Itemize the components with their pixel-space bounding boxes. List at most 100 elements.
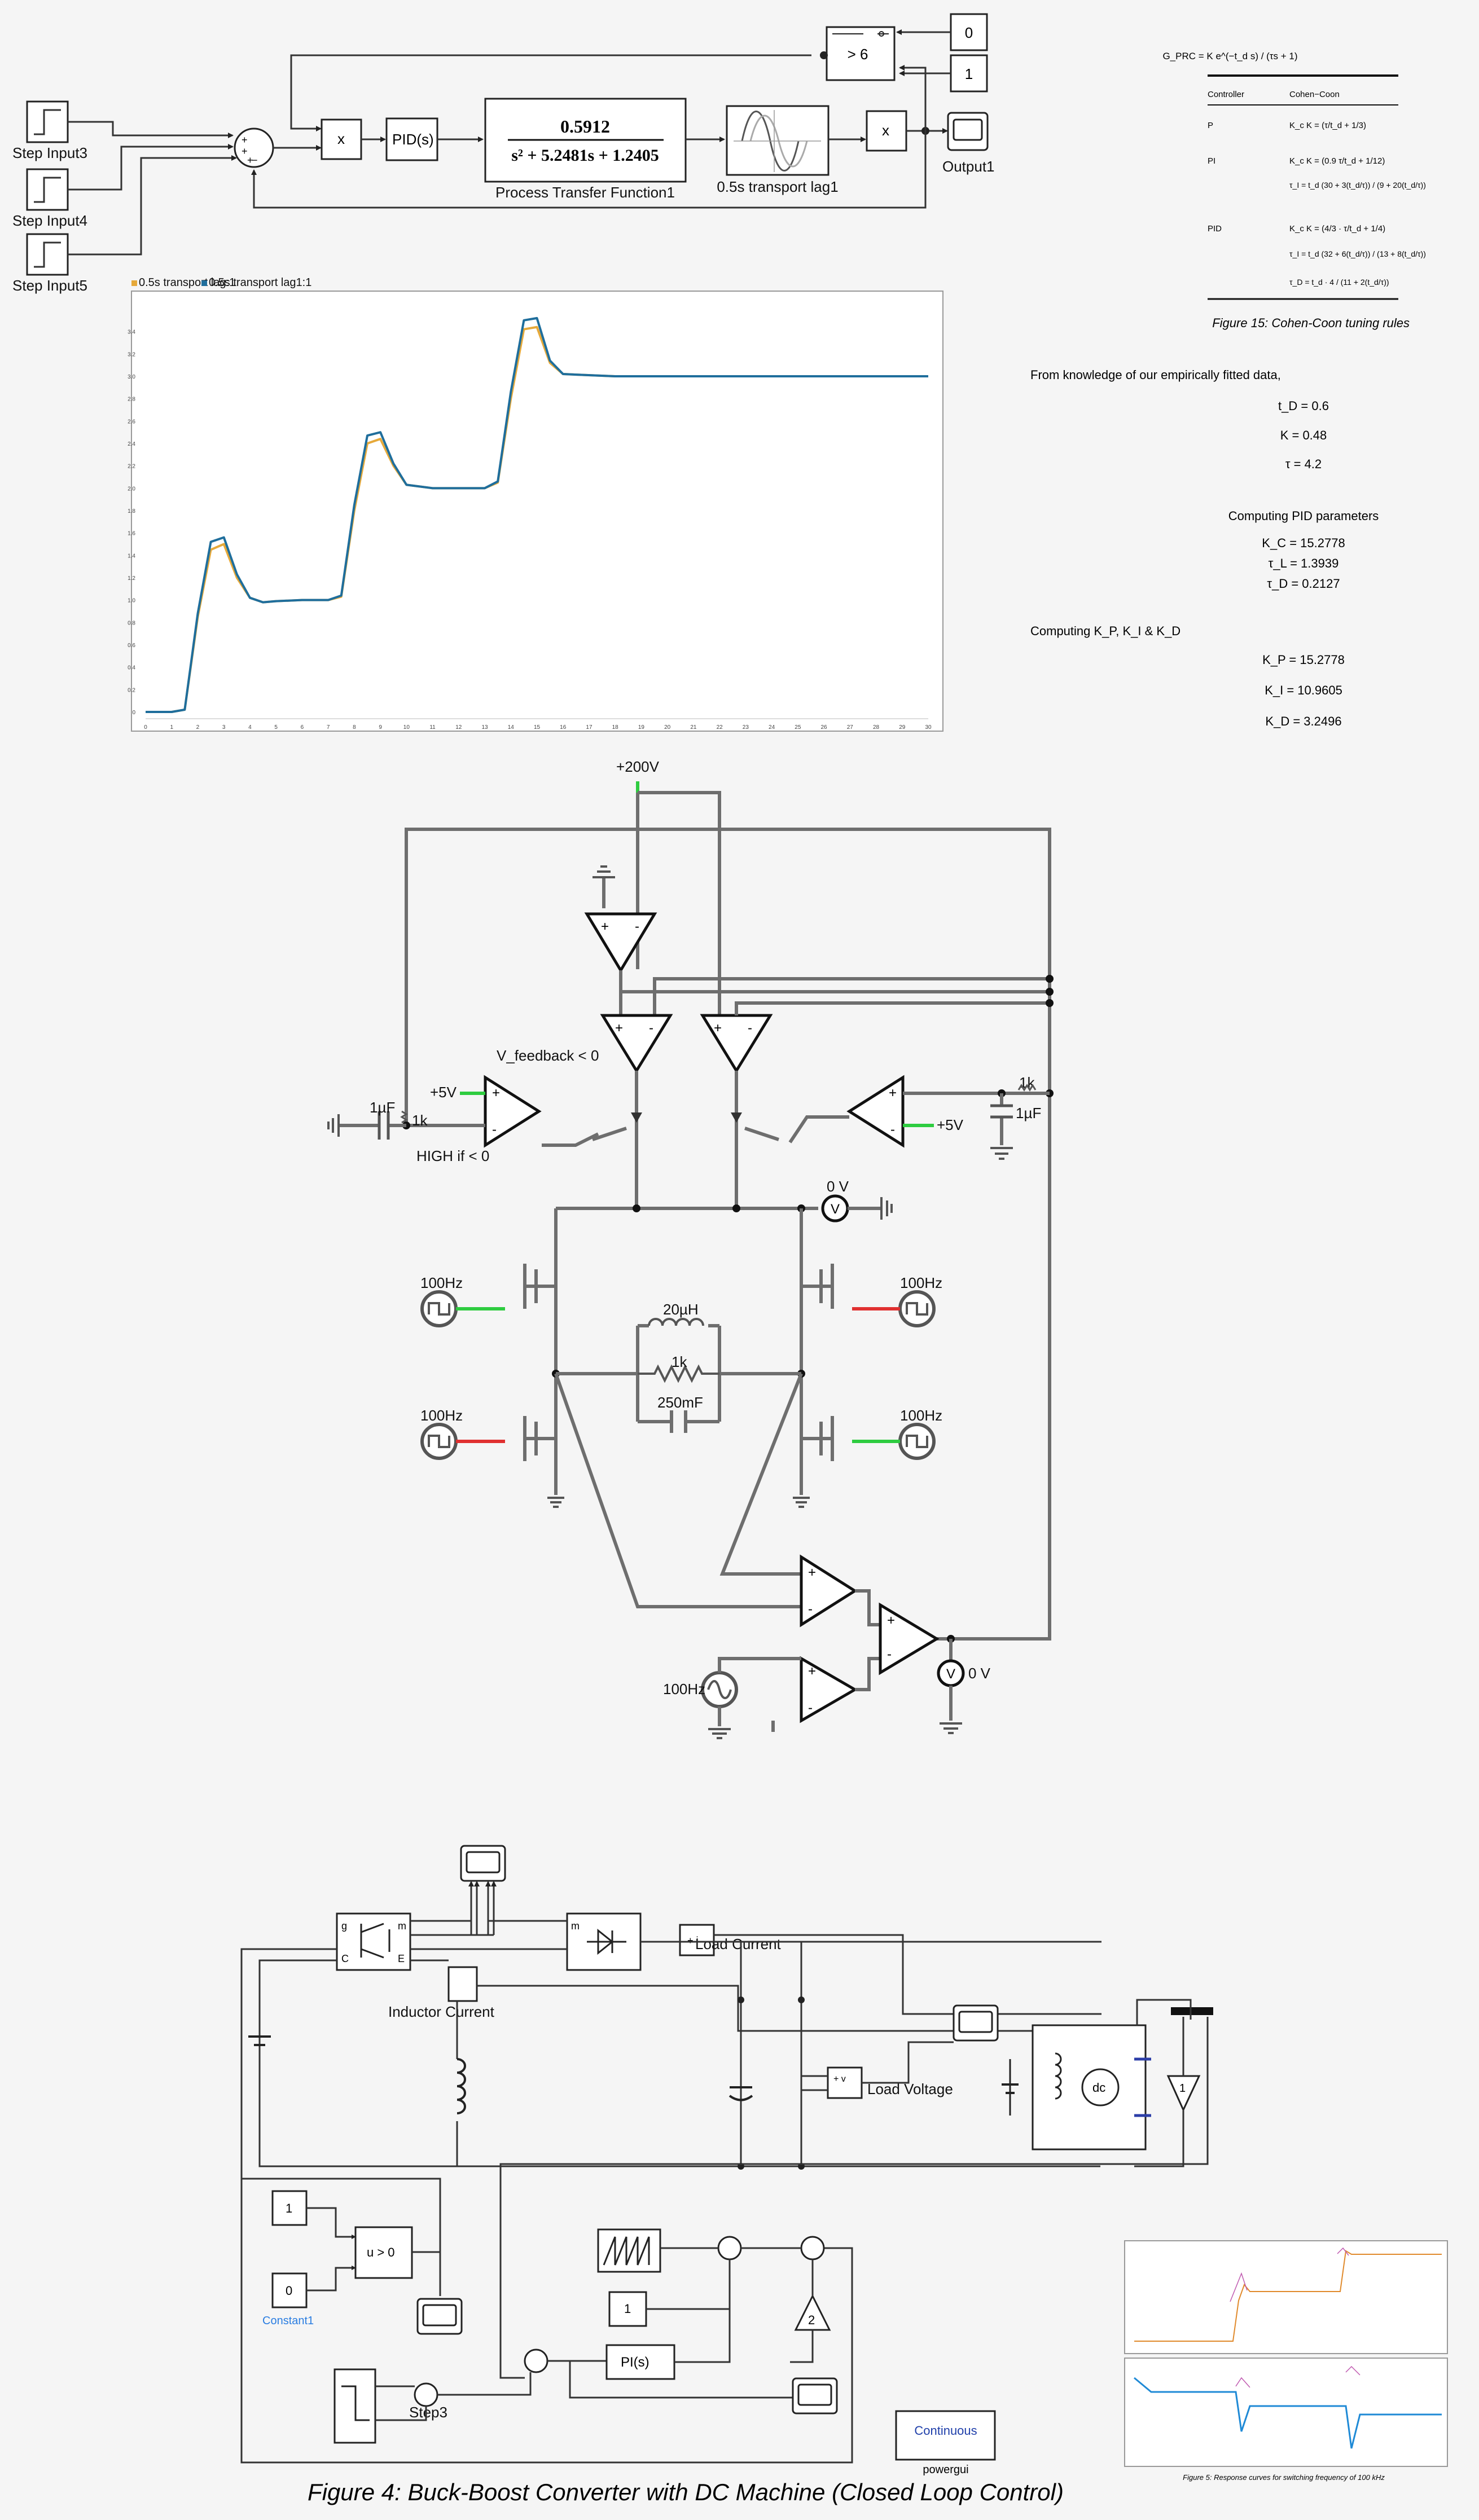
gain-block[interactable]: 2 — [794, 2294, 831, 2331]
pi-controller-block[interactable]: PI(s) — [605, 2344, 675, 2380]
op-amp: +- — [846, 1075, 905, 1148]
sum-block[interactable]: + + + − — [234, 127, 274, 168]
y-tick-label: 1.8 — [128, 508, 135, 514]
x-tick-label: 20 — [664, 724, 671, 731]
y-tick-label: 3.4 — [128, 329, 135, 336]
volt-top: 0 V — [827, 1178, 849, 1195]
table-row-formula: K_c K = (0.9 τ/t_d + 1/12) — [1289, 156, 1385, 166]
svg-text:-: - — [492, 1122, 497, 1137]
feedback-label: V_feedback < 0 — [497, 1047, 599, 1064]
transfer-function-block[interactable]: 0.5912 s² + 5.2481s + 1.2405 Process Tra… — [484, 98, 687, 201]
svg-text:+: + — [242, 134, 248, 146]
table-header-formula: G_PRC = K e^(−t_d s) / (τs + 1) — [1162, 51, 1297, 61]
svg-text:-: - — [649, 1021, 653, 1036]
powergui-block[interactable]: Continuous powergui — [895, 2410, 996, 2476]
x-tick-label: 25 — [795, 724, 801, 731]
constant-block[interactable]: 1 — [950, 54, 988, 93]
x-tick-label: 8 — [353, 724, 356, 731]
step-block[interactable] — [333, 2368, 376, 2444]
series-line-0 — [146, 326, 928, 713]
supply-label: +200V — [616, 758, 660, 775]
diode-block[interactable]: m — [566, 1912, 642, 1971]
tf-label: Process Transfer Function1 — [495, 184, 675, 201]
x-tick-label: 21 — [690, 724, 697, 731]
constant-block[interactable]: 0 Constant1 — [262, 2272, 314, 2327]
scope-block[interactable] — [953, 2004, 999, 2042]
switch-block[interactable]: > 6 — [820, 26, 896, 81]
sine-source: 100Hz — [663, 1671, 738, 1708]
table-col-controller: Controller — [1208, 90, 1244, 99]
dc-machine-block[interactable]: dc — [1032, 2024, 1151, 2150]
y-tick-label: 1.0 — [128, 598, 135, 604]
step-block[interactable]: Step Input4 — [12, 168, 87, 229]
plot-frame — [131, 291, 943, 732]
current-sensor-block[interactable]: Inductor Current — [388, 1966, 495, 2020]
x-tick-label: 9 — [379, 724, 382, 731]
svg-text:+: + — [887, 1613, 895, 1628]
gain-value: K_P = 15.2778 — [1262, 653, 1345, 667]
load-current-label: Load Current — [695, 1936, 782, 1952]
pulse-source: 100Hz — [898, 1274, 942, 1327]
scope-block[interactable] — [416, 2298, 463, 2335]
inductor-label: 20µH — [663, 1301, 699, 1318]
constant-block[interactable]: 1 — [271, 2190, 308, 2226]
table-row-formula: τ_I = t_d (30 + 3(t_d/τ)) / (9 + 20(t_d/… — [1289, 181, 1426, 190]
y-tick-label: 2.0 — [128, 486, 135, 492]
step-block[interactable]: Step Input5 — [12, 233, 87, 294]
product-block[interactable]: x — [321, 118, 362, 160]
constant-block[interactable]: 0 — [950, 13, 988, 51]
svg-text:m: m — [571, 1920, 580, 1932]
y-tick-label: 0 — [132, 710, 135, 716]
x-tick-label: 1 — [170, 724, 173, 731]
svg-text:0: 0 — [286, 2284, 292, 2298]
res-left: 1k — [412, 1112, 428, 1129]
y-tick-label: 3.2 — [128, 351, 135, 358]
parameters-section: From knowledge of our empirically fitted… — [1030, 368, 1379, 728]
x-tick-label: 13 — [481, 724, 488, 731]
thumbnail-caption: Figure 5: Response curves for switching … — [1183, 2473, 1385, 2482]
cap-right: 1µF — [1016, 1105, 1041, 1122]
table-col-method: Cohen−Coon — [1289, 90, 1340, 99]
high-label: HIGH if < 0 — [416, 1147, 489, 1164]
y-tick-label: 2.6 — [128, 419, 135, 425]
constant-block[interactable]: 1 — [608, 2291, 647, 2327]
step-label: Step3 — [409, 2404, 447, 2421]
freq-label: 100Hz — [900, 1407, 942, 1424]
gain-value: K_D = 3.2496 — [1265, 714, 1341, 728]
transport-lag-block[interactable]: 0.5s transport lag1 — [717, 105, 839, 195]
cohen-coon-table: G_PRC = K e^(−t_d s) / (τs + 1) Controll… — [1162, 51, 1425, 330]
sum-block[interactable] — [717, 2236, 742, 2260]
y-tick-label: 0.6 — [128, 643, 135, 649]
step-block[interactable]: Step Input3 — [12, 100, 87, 161]
pid-controller-block[interactable]: PID(s) — [385, 117, 438, 161]
scope-block[interactable] — [792, 2377, 838, 2415]
svg-text:-: - — [890, 1122, 895, 1137]
switching-circuit: +200V +- +- +- V_ — [327, 758, 1054, 1739]
current-sensor-block[interactable]: + i Load Current — [679, 1924, 782, 1956]
gain-block[interactable]: 1 — [1166, 2075, 1201, 2112]
switch-block[interactable]: u > 0 — [354, 2226, 413, 2279]
figure-caption: Figure 4: Buck-Boost Converter with DC M… — [308, 2479, 1064, 2505]
freq-label: 100Hz — [663, 1681, 705, 1697]
product-block[interactable]: x — [866, 110, 907, 152]
svg-text:-: - — [748, 1021, 752, 1036]
ramp-block[interactable] — [597, 2228, 661, 2273]
sum-block[interactable] — [524, 2349, 548, 2373]
sum-block[interactable] — [800, 2236, 825, 2260]
legend-swatch — [131, 280, 137, 286]
svg-text:+: + — [808, 1664, 816, 1679]
x-tick-label: 4 — [248, 724, 252, 731]
x-tick-label: 17 — [586, 724, 593, 731]
response-thumbnail: Figure 5: Response curves for switching … — [1124, 2240, 1448, 2482]
table-row-formula: τ_D = t_d · 4 / (11 + 2(t_d/τ)) — [1289, 278, 1389, 287]
sum-block[interactable]: Step3 — [409, 2382, 447, 2421]
step-input-label: Step Input3 — [12, 144, 87, 161]
y-tick-label: 0.2 — [128, 687, 135, 693]
x-tick-label: 6 — [301, 724, 304, 731]
x-tick-label: 24 — [769, 724, 775, 731]
scope-block[interactable] — [460, 1845, 506, 1882]
output-scope[interactable]: Output1 — [942, 112, 995, 175]
op-amp: +- — [879, 1602, 940, 1675]
